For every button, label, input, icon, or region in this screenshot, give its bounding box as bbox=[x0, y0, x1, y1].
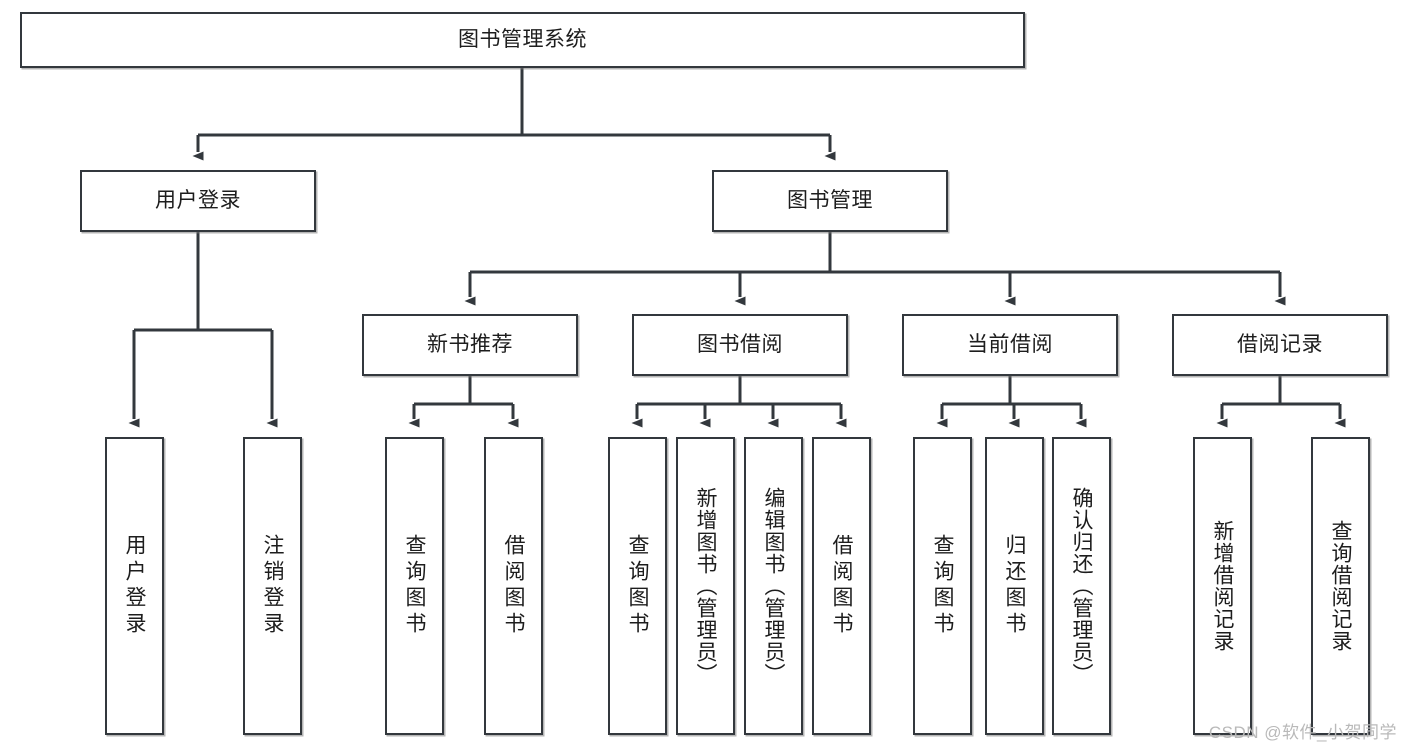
node-leaf-query-book-2[interactable]: 查询图书 bbox=[608, 437, 667, 735]
node-leaf-add-borrow-record[interactable]: 新增借阅记录 bbox=[1193, 437, 1252, 735]
node-leaf-return-book-label: 归还图书 bbox=[1003, 534, 1026, 638]
node-book-management[interactable]: 图书管理 bbox=[712, 170, 948, 232]
node-borrow-record-label: 借阅记录 bbox=[1237, 333, 1323, 357]
node-leaf-user-login[interactable]: 用户登录 bbox=[105, 437, 164, 735]
node-leaf-edit-book-admin-label: 编辑图书（管理员） bbox=[762, 487, 785, 685]
node-leaf-return-book[interactable]: 归还图书 bbox=[985, 437, 1044, 735]
node-leaf-borrow-book-2[interactable]: 借阅图书 bbox=[812, 437, 871, 735]
node-root-label: 图书管理系统 bbox=[458, 28, 587, 52]
node-leaf-query-book-1-label: 查询图书 bbox=[403, 534, 426, 638]
node-root[interactable]: 图书管理系统 bbox=[20, 12, 1025, 68]
node-leaf-user-logout[interactable]: 注销登录 bbox=[243, 437, 302, 735]
node-user-login[interactable]: 用户登录 bbox=[80, 170, 316, 232]
node-leaf-user-logout-label: 注销登录 bbox=[261, 534, 284, 638]
node-leaf-query-book-3-label: 查询图书 bbox=[931, 534, 954, 638]
csdn-watermark: CSDN @软件_小贺同学 bbox=[1208, 723, 1397, 742]
node-leaf-edit-book-admin[interactable]: 编辑图书（管理员） bbox=[744, 437, 803, 735]
node-leaf-add-book-admin-label: 新增图书（管理员） bbox=[694, 487, 717, 685]
node-leaf-confirm-return-admin-label: 确认归还（管理员） bbox=[1070, 487, 1093, 685]
node-leaf-borrow-book-1-label: 借阅图书 bbox=[502, 534, 525, 638]
node-borrow-record[interactable]: 借阅记录 bbox=[1172, 314, 1388, 376]
node-leaf-query-borrow-record[interactable]: 查询借阅记录 bbox=[1311, 437, 1370, 735]
node-leaf-add-borrow-record-label: 新增借阅记录 bbox=[1211, 520, 1234, 652]
edges bbox=[128, 68, 1346, 428]
node-new-book-recommend-label: 新书推荐 bbox=[427, 333, 513, 357]
node-leaf-query-book-3[interactable]: 查询图书 bbox=[913, 437, 972, 735]
node-leaf-confirm-return-admin[interactable]: 确认归还（管理员） bbox=[1052, 437, 1111, 735]
node-leaf-borrow-book-2-label: 借阅图书 bbox=[830, 534, 853, 638]
node-user-login-label: 用户登录 bbox=[155, 189, 241, 213]
node-leaf-user-login-label: 用户登录 bbox=[123, 534, 146, 638]
node-leaf-query-book-2-label: 查询图书 bbox=[626, 534, 649, 638]
node-book-borrow-label: 图书借阅 bbox=[697, 333, 783, 357]
node-leaf-query-book-1[interactable]: 查询图书 bbox=[385, 437, 444, 735]
node-current-borrow[interactable]: 当前借阅 bbox=[902, 314, 1118, 376]
node-leaf-borrow-book-1[interactable]: 借阅图书 bbox=[484, 437, 543, 735]
node-leaf-query-borrow-record-label: 查询借阅记录 bbox=[1329, 520, 1352, 652]
node-book-borrow[interactable]: 图书借阅 bbox=[632, 314, 848, 376]
node-current-borrow-label: 当前借阅 bbox=[967, 333, 1053, 357]
node-book-management-label: 图书管理 bbox=[787, 189, 873, 213]
node-new-book-recommend[interactable]: 新书推荐 bbox=[362, 314, 578, 376]
node-leaf-add-book-admin[interactable]: 新增图书（管理员） bbox=[676, 437, 735, 735]
